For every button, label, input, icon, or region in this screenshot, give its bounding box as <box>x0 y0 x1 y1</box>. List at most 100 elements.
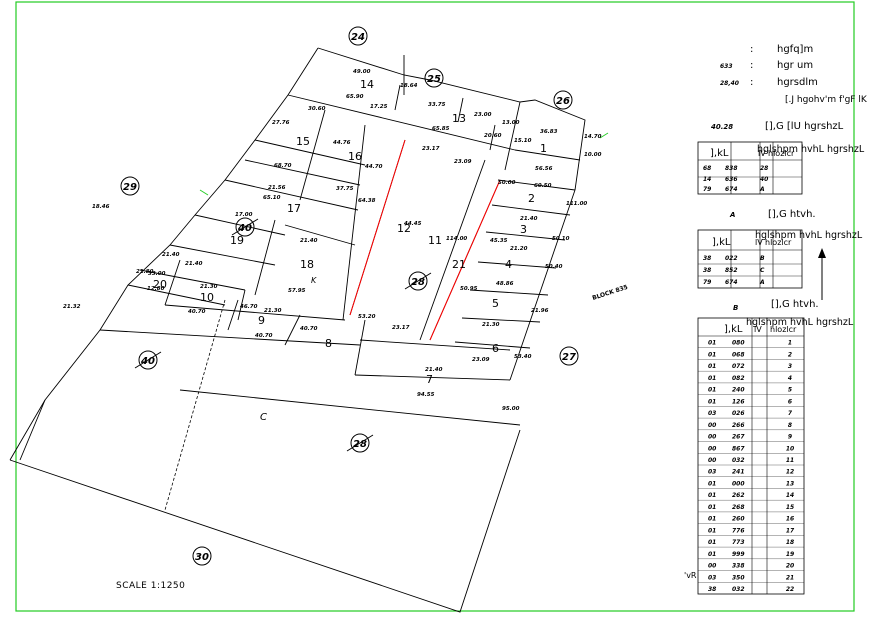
dimension-label: 21.40 <box>300 238 318 244</box>
table-cell: 12 <box>786 469 794 476</box>
table-cell: 268 <box>732 504 745 511</box>
dimension-label: 111.00 <box>566 201 587 207</box>
dimension-label: 23.17 <box>422 146 440 152</box>
legend-colon: : <box>750 60 753 71</box>
dimension-label: 68.70 <box>274 163 292 169</box>
dimension-label: 37.75 <box>336 186 354 192</box>
dimension-label: 18.46 <box>92 204 110 210</box>
dimension-label: 18.64 <box>400 83 418 89</box>
lot-number: 3 <box>520 223 527 236</box>
dimension-label: 12.80 <box>147 286 165 292</box>
table-cell: 072 <box>732 363 745 370</box>
table-cell: 19 <box>786 551 794 558</box>
block-label: BLOCK 835 <box>591 284 628 302</box>
table-cell: 026 <box>732 410 745 417</box>
dimension-label: 21.40 <box>425 367 443 373</box>
table-cell: 674 <box>725 186 738 193</box>
circled-number: 30 <box>192 546 212 566</box>
table-cell: 8 <box>788 422 792 429</box>
column-header: lV <box>754 325 762 334</box>
table-cell: 01 <box>708 387 716 394</box>
table-cell: 00 <box>708 422 716 429</box>
dimension-label: 10.00 <box>584 152 602 158</box>
svg-text:40: 40 <box>140 356 155 367</box>
column-header: ],kL <box>710 148 729 159</box>
dimension-label: 65.85 <box>432 126 450 132</box>
dimension-label: 50.95 <box>460 286 478 292</box>
dimension-label: 50.40 <box>545 264 563 270</box>
lot-number: 20 <box>153 278 167 291</box>
table-marker: B <box>733 304 738 312</box>
table-cell: 126 <box>732 398 745 405</box>
table-cell: 03 <box>708 469 716 476</box>
lot-number: 18 <box>300 258 314 271</box>
dimension-label: 21.40 <box>185 261 203 267</box>
table-cell: 068 <box>732 351 745 358</box>
table-cell: 38 <box>703 255 711 262</box>
scale-label: SCALE 1:1250 <box>116 581 185 591</box>
table-cell: 00 <box>708 434 716 441</box>
table-cell: 241 <box>732 469 745 476</box>
table-cell: 4 <box>788 375 792 382</box>
dimension-label: 44.45 <box>404 221 422 227</box>
table-cell: 68 <box>703 165 711 172</box>
legend-colon: : <box>750 77 753 88</box>
lot-number: 10 <box>200 291 214 304</box>
dimension-label: 40.70 <box>255 333 273 339</box>
lot-number: 21 <box>452 258 466 271</box>
circled-number: 27 <box>559 346 579 366</box>
dimension-label: 44.70 <box>365 164 383 170</box>
table-cell: 032 <box>732 457 745 464</box>
table-cell: 01 <box>708 375 716 382</box>
dimension-label: 23.09 <box>472 357 490 363</box>
lot-number: 15 <box>296 135 310 148</box>
legend-label: hgfq]m <box>777 44 813 55</box>
table-cell: 350 <box>732 574 745 581</box>
text-vr: 'vR <box>684 571 697 580</box>
table-cell: 03 <box>708 410 716 417</box>
circled-number: 40 <box>134 350 162 370</box>
table-title: [],G [lU hgrshzL <box>765 121 844 132</box>
dimension-label: 57.95 <box>288 288 306 294</box>
area-label: C <box>260 412 267 423</box>
table-title: [],G htvh. <box>771 299 819 310</box>
legend-number: 40.28 <box>711 123 733 131</box>
column-header: lV <box>758 149 766 158</box>
circled-number: 24 <box>348 26 368 46</box>
circled-number: 28 <box>346 433 374 453</box>
sheet-border <box>15 1 855 612</box>
dimension-label: 21.96 <box>531 308 549 314</box>
table-title: [],G htvh. <box>768 209 816 220</box>
table-cell: 3 <box>788 363 792 370</box>
dimension-label: 14.70 <box>584 134 602 140</box>
dimension-label: 23.17 <box>392 325 410 331</box>
table-cell: 1 <box>788 340 792 347</box>
table-cell: 01 <box>708 551 716 558</box>
circled-number: 40 <box>231 217 259 237</box>
circled-number: 28 <box>404 271 432 291</box>
dimension-label: 21.80 <box>136 269 154 275</box>
column-header: lV <box>755 238 763 247</box>
table-cell: 20 <box>786 563 794 570</box>
dimension-label: 21.30 <box>200 284 218 290</box>
table-cell: 082 <box>732 375 745 382</box>
dimension-label: 21.40 <box>520 216 538 222</box>
dimension-label: 33.75 <box>428 102 446 108</box>
svg-text:28: 28 <box>353 439 367 450</box>
table-cell: 9 <box>788 434 792 441</box>
dimension-label: 17.25 <box>370 104 388 110</box>
table-cell: 79 <box>703 186 711 193</box>
dimension-label: 21.30 <box>264 308 282 314</box>
table-cell: 16 <box>786 516 794 523</box>
column-header: ],kL <box>712 237 731 248</box>
dimension-label: 13.00 <box>502 120 520 126</box>
dimension-label: 23.00 <box>474 112 492 118</box>
table-cell: 776 <box>732 527 745 534</box>
dimension-label: 21.20 <box>510 246 528 252</box>
dimension-label: 50.00 <box>498 180 516 186</box>
dimension-label: 48.86 <box>496 281 514 287</box>
svg-text:24: 24 <box>351 32 365 43</box>
table-cell: 38 <box>708 586 716 593</box>
table-cell: 838 <box>725 165 738 172</box>
table-cell: 03 <box>708 574 716 581</box>
